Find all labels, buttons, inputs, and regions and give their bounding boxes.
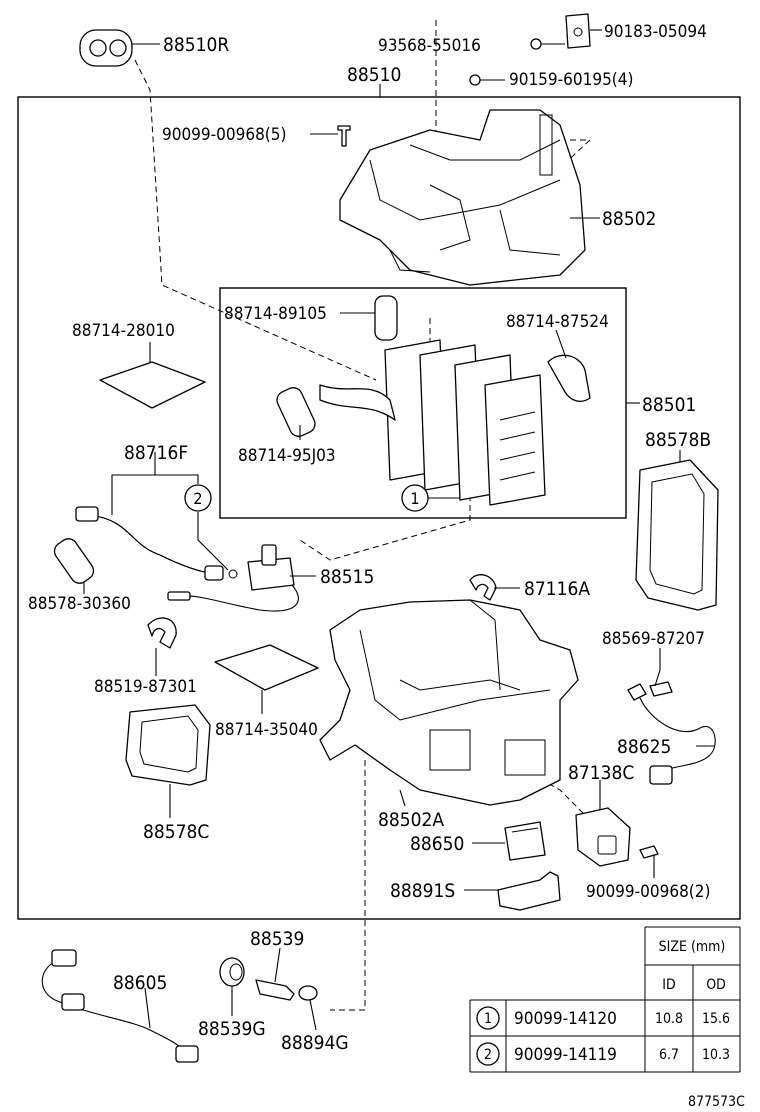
filter-frame-88578B-drawing [635,459,719,611]
label-87138C: 87138C [568,762,634,784]
label-88891S: 88891S [390,880,455,902]
size-table: SIZE (mm) ID OD 1 90099-14120 10.8 15.6 … [469,926,741,1073]
lower-case-88502A-drawing [319,599,579,806]
evaporator-core-drawing [276,295,591,506]
label-87116A: 87116A [524,578,590,600]
label-88510: 88510 [347,64,401,86]
label-88625: 88625 [617,736,671,758]
label-90099-00968-5: 90099-00968(5) [162,125,286,145]
clamp-88519-drawing [147,617,177,649]
size-table-header-od: OD [706,977,726,993]
label-88716F: 88716F [124,442,188,464]
seal-frame-88578C-drawing [125,704,211,786]
label-88578C: 88578C [143,821,209,843]
label-90183-05094: 90183-05094 [604,22,707,42]
label-88510R: 88510R [163,34,229,56]
label-88569-87207: 88569-87207 [602,629,705,649]
label-90099-00968-2: 90099-00968(2) [586,882,710,902]
label-88714-89105: 88714-89105 [224,304,327,324]
marker-2-label: 2 [193,489,202,508]
marker-2-symbol: 2 [184,484,212,512]
label-88714-28010: 88714-28010 [72,321,175,341]
label-88539: 88539 [250,928,304,950]
label-88578B: 88578B [645,429,711,451]
size-table-row1-od: 15.6 [702,1011,730,1027]
upper-case-88502-drawing [339,109,586,286]
size-table-row1-id: 10.8 [655,1011,683,1027]
pad-88714-35040-drawing [214,644,319,691]
leader-lines [83,29,714,1031]
clip-90183-drawing [565,13,591,49]
label-88502: 88502 [602,208,656,230]
hose-88716F-drawing [53,506,238,584]
label-88501: 88501 [642,394,696,416]
valve-88515-drawing [167,544,299,612]
label-88894G: 88894G [281,1032,349,1054]
label-88515: 88515 [320,566,374,588]
drain-parts-drawing [219,957,318,1001]
label-88502A: 88502A [378,809,444,831]
label-88650: 88650 [410,833,464,855]
size-table-row2-od: 10.3 [702,1047,730,1063]
label-88578-30360: 88578-30360 [28,594,131,614]
label-88519-87301: 88519-87301 [94,677,197,697]
label-88714-35040: 88714-35040 [215,720,318,740]
size-table-row2-part: 90099-14119 [514,1045,617,1065]
marker-1-label: 1 [410,489,419,508]
clip-87116A-drawing [469,574,497,601]
bracket-88891S-drawing [497,871,561,911]
size-table-row2-id: 6.7 [659,1047,679,1063]
label-88714-95J03: 88714-95J03 [238,446,336,466]
assembly-88510-frame [17,96,741,920]
part-number-labels: 88510R 93568-55016 90183-05094 88510 901… [28,22,745,1110]
label-88714-87524: 88714-87524 [506,312,609,332]
label-90159-60195: 90159-60195(4) [509,70,633,90]
harness-88625-drawing [627,681,716,785]
grommet-88510R-drawing [79,29,133,67]
diagram-code: 877573C [688,1094,745,1110]
size-table-row2-key: 2 [484,1047,492,1063]
size-table-title: SIZE (mm) [659,939,726,955]
label-93568-55016: 93568-55016 [378,36,481,56]
label-88605: 88605 [113,972,167,994]
amplifier-88650-drawing [504,821,546,861]
size-table-row1-part: 90099-14120 [514,1009,617,1029]
marker-1-symbol: 1 [401,484,429,512]
pad-88714-28010-drawing [99,361,206,409]
harness-88605-drawing [41,949,199,1063]
size-table-row1-key: 1 [484,1011,492,1027]
label-88539G: 88539G [198,1018,266,1040]
actuator-87138C-drawing [575,807,631,867]
size-table-header-id: ID [662,977,675,993]
